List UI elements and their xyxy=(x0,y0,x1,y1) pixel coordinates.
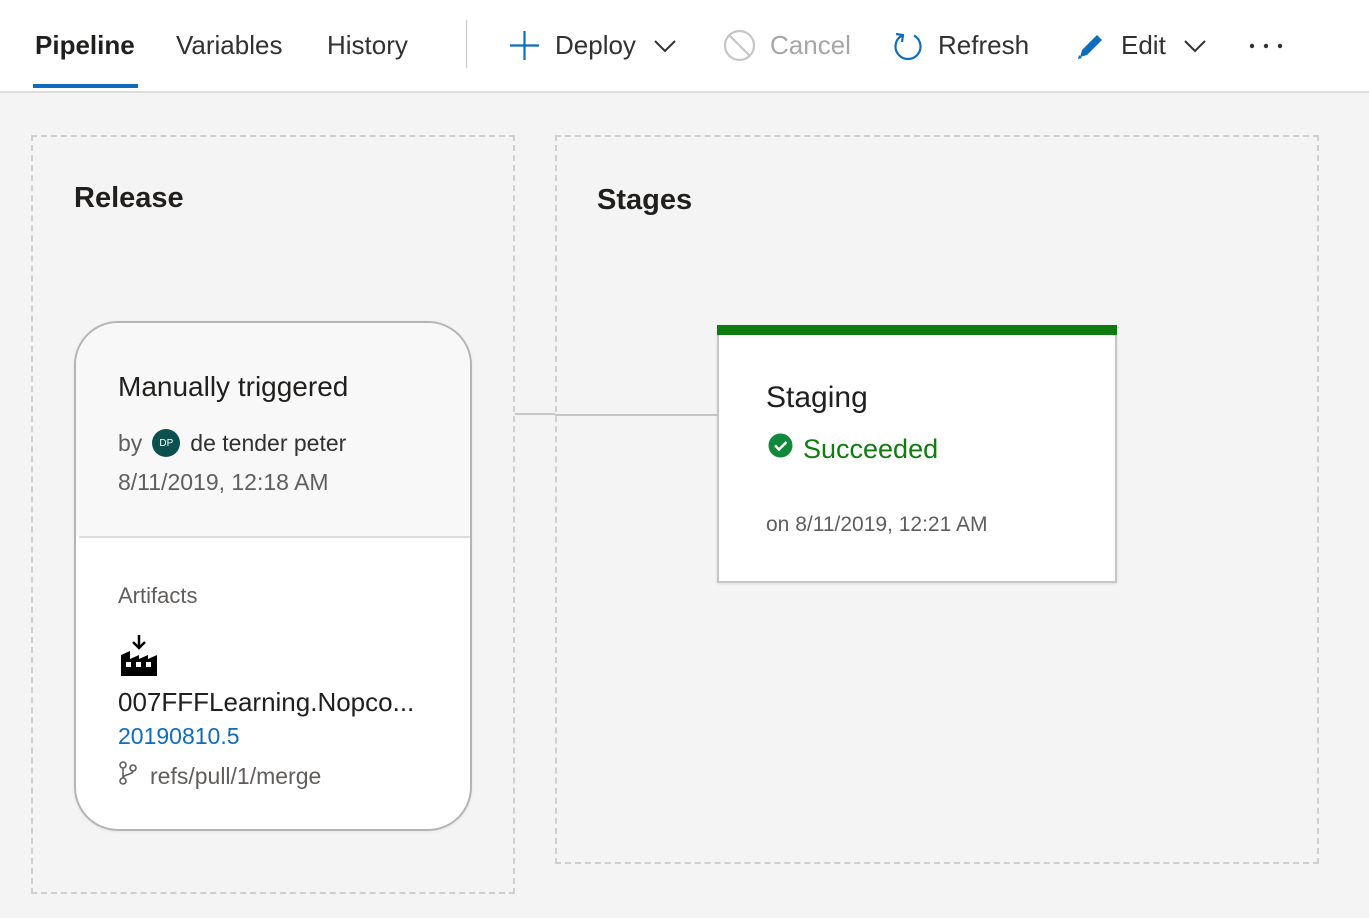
cancel-icon xyxy=(723,29,756,62)
chevron-down-icon xyxy=(654,39,676,53)
refresh-button[interactable]: Refresh xyxy=(892,0,1029,91)
pencil-icon xyxy=(1075,30,1107,62)
deploy-label: Deploy xyxy=(555,30,636,60)
edit-button[interactable]: Edit xyxy=(1075,0,1206,91)
by-label: by xyxy=(118,429,143,456)
toolbar-divider xyxy=(466,20,467,68)
tab-variables[interactable]: Variables xyxy=(176,30,283,60)
stage-status: Succeeded xyxy=(768,433,938,465)
branch-icon xyxy=(118,761,150,791)
cancel-button[interactable]: Cancel xyxy=(723,0,851,91)
refresh-label: Refresh xyxy=(938,30,1030,60)
triggered-by: by DP de tender peter xyxy=(118,429,346,457)
release-card-header xyxy=(76,323,470,537)
plus-icon xyxy=(508,29,541,62)
stage-status-bar xyxy=(717,325,1117,335)
stage-time: on 8/11/2019, 12:21 AM xyxy=(766,513,988,536)
branch-name: refs/pull/1/merge xyxy=(150,762,322,789)
active-tab-indicator xyxy=(33,84,138,88)
artifact-version-link[interactable]: 20190810.5 xyxy=(118,723,240,749)
stages-group xyxy=(555,135,1319,864)
artifacts-label: Artifacts xyxy=(118,583,198,608)
branch-row: refs/pull/1/merge xyxy=(118,761,321,791)
divider xyxy=(79,536,470,538)
stage-status-label: Succeeded xyxy=(803,433,939,464)
refresh-icon xyxy=(892,30,924,62)
tab-history[interactable]: History xyxy=(327,30,408,60)
deploy-button[interactable]: Deploy xyxy=(508,0,676,91)
release-title: Release xyxy=(74,182,184,214)
tab-pipeline[interactable]: Pipeline xyxy=(35,30,135,60)
connector-line xyxy=(555,414,717,416)
command-toolbar: Pipeline Variables History Deploy Cancel… xyxy=(0,0,1369,93)
release-date: 8/11/2019, 12:18 AM xyxy=(118,469,329,495)
edit-label: Edit xyxy=(1121,30,1166,60)
connector-line xyxy=(515,413,555,415)
release-card[interactable]: Manually triggered by DP de tender peter… xyxy=(74,321,472,831)
cancel-label: Cancel xyxy=(770,30,851,60)
release-group xyxy=(31,135,515,894)
avatar: DP xyxy=(152,429,181,457)
more-icon xyxy=(1248,42,1284,50)
artifact-name: 007FFFLearning.Nopco... xyxy=(118,687,415,717)
trigger-title: Manually triggered xyxy=(118,371,349,402)
chevron-down-icon xyxy=(1184,39,1206,53)
stage-name: Staging xyxy=(766,381,868,414)
build-artifact-icon xyxy=(120,635,158,682)
more-options-button[interactable] xyxy=(1248,0,1284,91)
user-name: de tender peter xyxy=(190,429,347,456)
stage-card-staging[interactable]: Staging Succeeded on 8/11/2019, 12:21 AM xyxy=(717,325,1117,583)
stages-title: Stages xyxy=(597,184,693,216)
check-circle-icon xyxy=(768,433,803,465)
